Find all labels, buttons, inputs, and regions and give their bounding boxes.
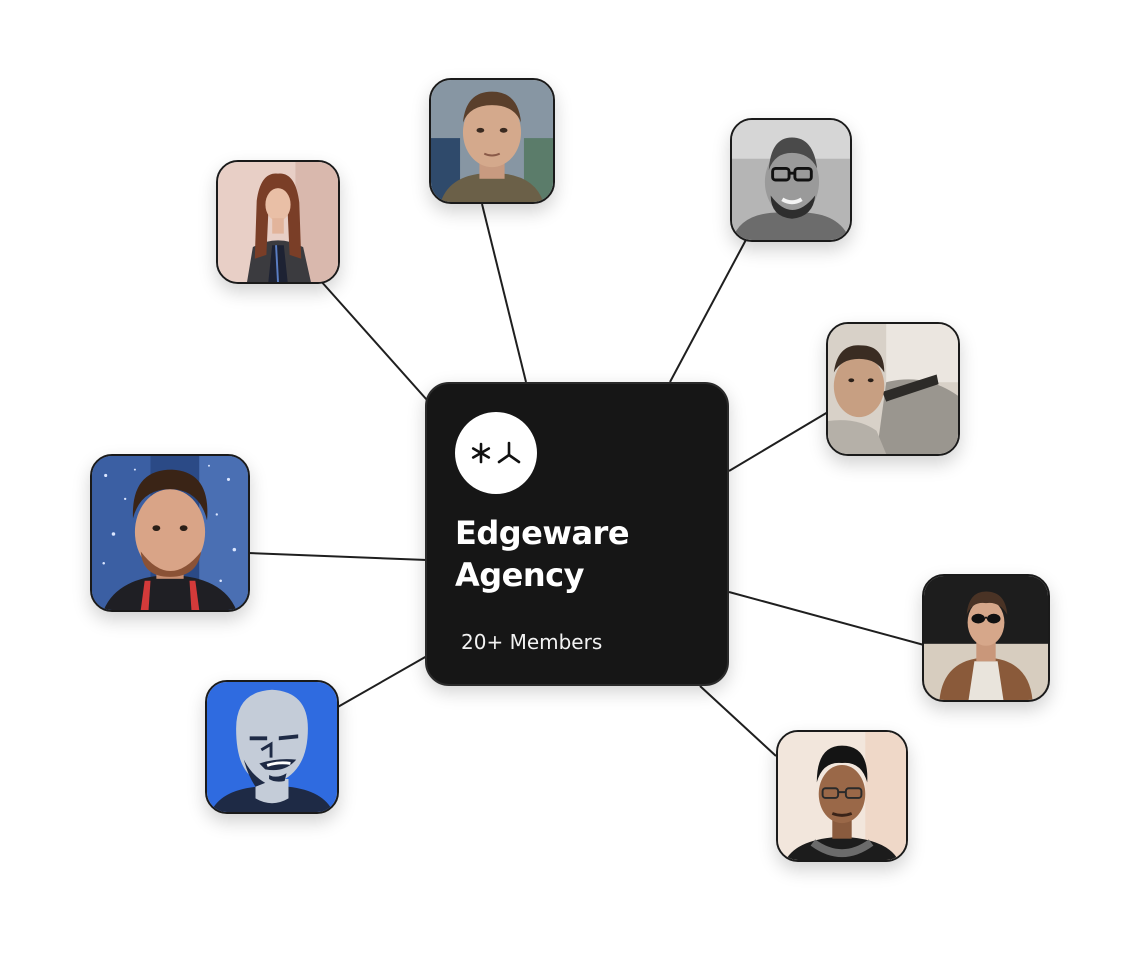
connector-man-buzzcut xyxy=(481,203,527,383)
connector-man-bed xyxy=(728,411,829,472)
member-photo xyxy=(732,120,850,240)
member-illustration xyxy=(207,682,337,812)
connector-man-galaxy xyxy=(247,552,428,561)
member-avatar-man-buzzcut[interactable] xyxy=(429,78,555,204)
connector-man-glasses xyxy=(669,235,749,383)
member-avatar-man-bed[interactable] xyxy=(826,322,960,456)
member-photo xyxy=(92,456,248,610)
member-avatar-man-illustration[interactable] xyxy=(205,680,339,814)
member-photo xyxy=(431,80,553,202)
agency-card[interactable]: Edgeware Agency 20+ Members xyxy=(425,382,729,686)
connector-man-illustration xyxy=(335,655,428,709)
agency-name: Edgeware Agency xyxy=(455,514,630,594)
members-count: 20+ Members xyxy=(461,630,603,654)
member-avatar-man-galaxy[interactable] xyxy=(90,454,250,612)
asterisk-tri-logo-icon xyxy=(455,412,537,494)
member-avatar-woman-speaker[interactable] xyxy=(216,160,340,284)
member-avatar-man-sunglasses[interactable] xyxy=(922,574,1050,702)
member-photo xyxy=(828,324,958,454)
member-avatar-man-glasses[interactable] xyxy=(730,118,852,242)
connector-man-headphones xyxy=(699,685,777,757)
member-photo xyxy=(778,732,906,860)
member-photo xyxy=(218,162,338,282)
member-photo xyxy=(924,576,1048,700)
connector-woman-speaker xyxy=(319,279,428,401)
connector-man-sunglasses xyxy=(728,591,925,646)
member-avatar-man-headphones[interactable] xyxy=(776,730,908,862)
